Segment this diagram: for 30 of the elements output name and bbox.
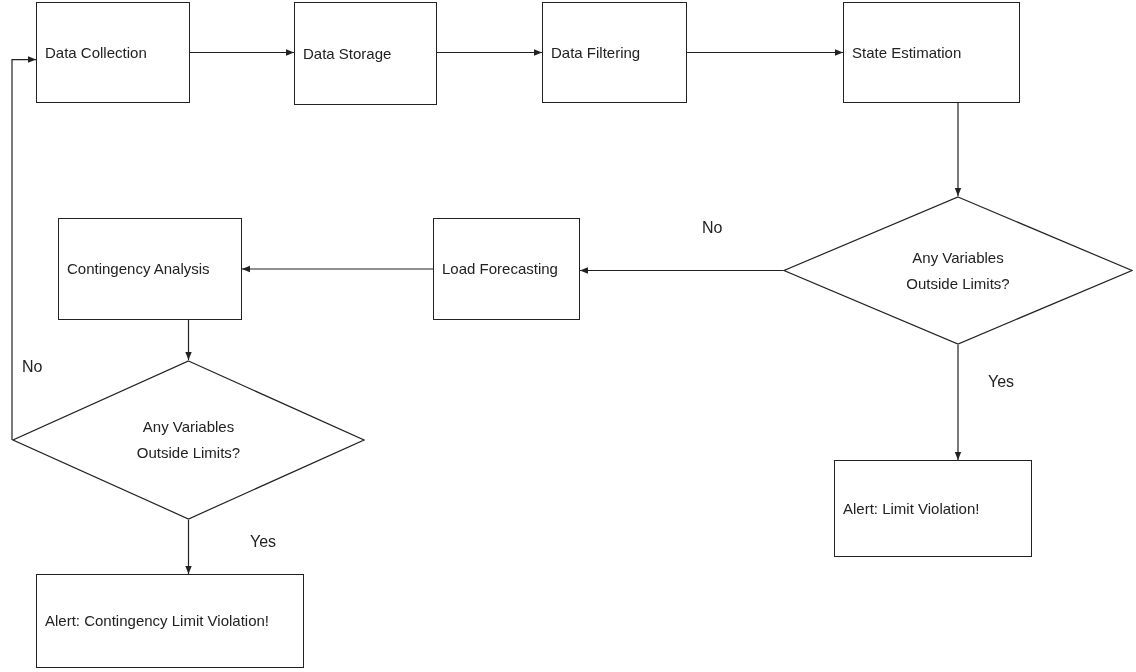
process-box: [834, 460, 1032, 557]
process-box: [433, 218, 580, 320]
node-label: Any Variables Outside Limits?: [905, 247, 1011, 294]
process-box: [542, 2, 687, 103]
arrow: [954, 344, 962, 461]
arrow: [686, 49, 844, 56]
node-label: Load Forecasting: [442, 259, 559, 279]
process-box: [58, 218, 242, 320]
arrow: [579, 267, 784, 274]
node-label: Data Storage: [303, 43, 393, 64]
arrow: [189, 49, 295, 56]
decision-diamond: [12, 360, 365, 520]
process-box: [36, 2, 190, 103]
arrow: [185, 519, 192, 575]
arrow: [185, 319, 192, 361]
process-box: [294, 2, 437, 105]
node-label: Contingency Analysis: [67, 259, 211, 279]
arrow: [11, 56, 37, 441]
arrow: [436, 49, 543, 56]
node-label: Data Filtering: [551, 42, 642, 63]
arrow: [241, 265, 434, 273]
decision-diamond: [783, 196, 1133, 345]
node-label: Alert: Contingency Limit Violation!: [45, 611, 270, 631]
node-label: Any Variables Outside Limits?: [135, 417, 242, 463]
node-label: Alert: Limit Violation!: [843, 498, 981, 519]
process-box: [36, 574, 304, 668]
arrow: [954, 102, 962, 197]
process-box: [843, 2, 1020, 103]
node-label: Data Collection: [45, 42, 148, 63]
node-label: State Estimation: [852, 42, 963, 63]
